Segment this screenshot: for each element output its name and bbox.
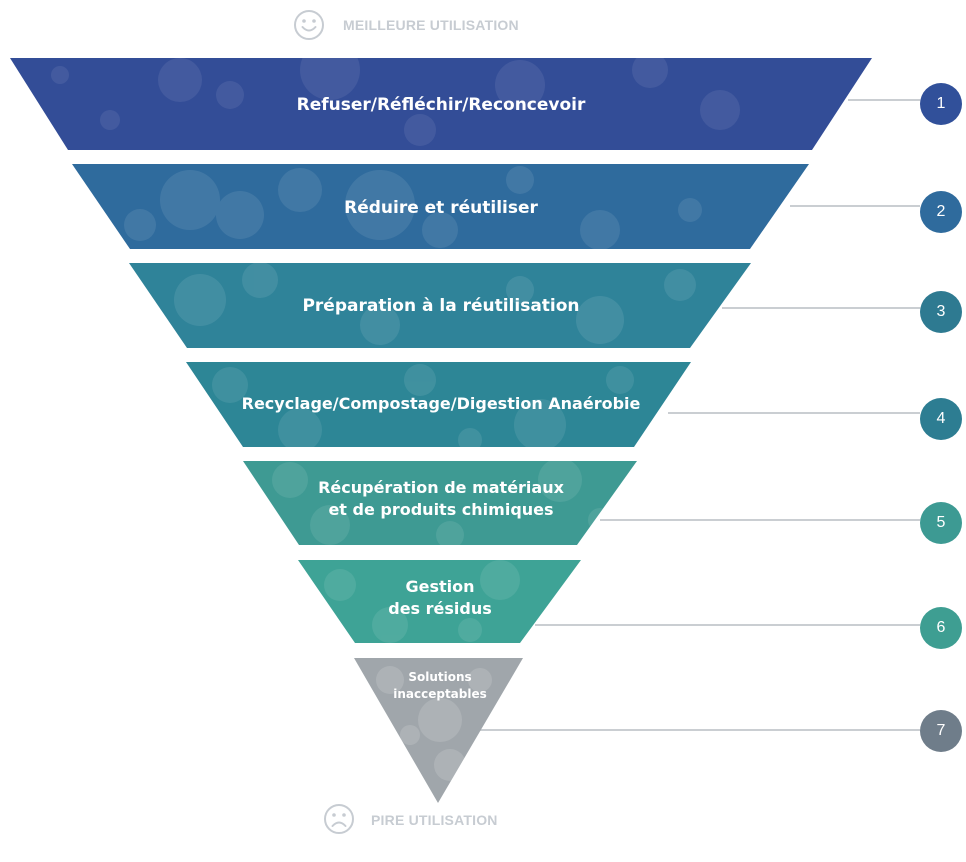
tier-6-number-badge: 6 <box>920 607 962 649</box>
tier-2-number-badge: 2 <box>920 191 962 233</box>
tier-3-shape <box>129 263 751 348</box>
tier-4-number-badge: 4 <box>920 398 962 440</box>
tier-5-number-badge: 5 <box>920 502 962 544</box>
tier-4-shape <box>186 362 691 447</box>
bottom-caption: PIRE UTILISATION <box>371 812 498 828</box>
tier-6-label: Gestion des résidus <box>388 576 492 620</box>
tier-1-label: Refuser/Réfléchir/Reconcevoir <box>296 95 586 115</box>
tier-7-label-line-1: Solutions <box>408 670 472 684</box>
tier-3-label: Préparation à la réutilisation <box>302 296 580 316</box>
tier-7-label: Solutions inacceptables <box>393 669 487 703</box>
tier-5-label-line-2: et de produits chimiques <box>328 500 554 519</box>
tier-2-shape <box>72 164 809 249</box>
tier-7-number-badge: 7 <box>920 710 962 752</box>
smiley-face-icon <box>294 10 324 40</box>
tier-6-label-line-2: des résidus <box>388 599 492 618</box>
tier-7-label-line-2: inacceptables <box>393 687 487 701</box>
sad-face-icon <box>324 804 354 834</box>
tier-5-label-line-1: Récupération de matériaux <box>318 478 564 497</box>
tier-3-number-badge: 3 <box>920 291 962 333</box>
tier-5-label: Récupération de matériaux et de produits… <box>318 477 564 521</box>
tier-2-label: Réduire et réutiliser <box>344 198 538 218</box>
tier-4-label: Recyclage/Compostage/Digestion Anaérobie <box>241 394 641 413</box>
tier-6-label-line-1: Gestion <box>405 577 475 596</box>
tier-1-number-badge: 1 <box>920 83 962 125</box>
tier-6-shape <box>298 560 581 643</box>
top-caption: MEILLEURE UTILISATION <box>343 17 519 33</box>
tier-1-shape <box>10 58 872 150</box>
connector-lines <box>470 99 920 731</box>
